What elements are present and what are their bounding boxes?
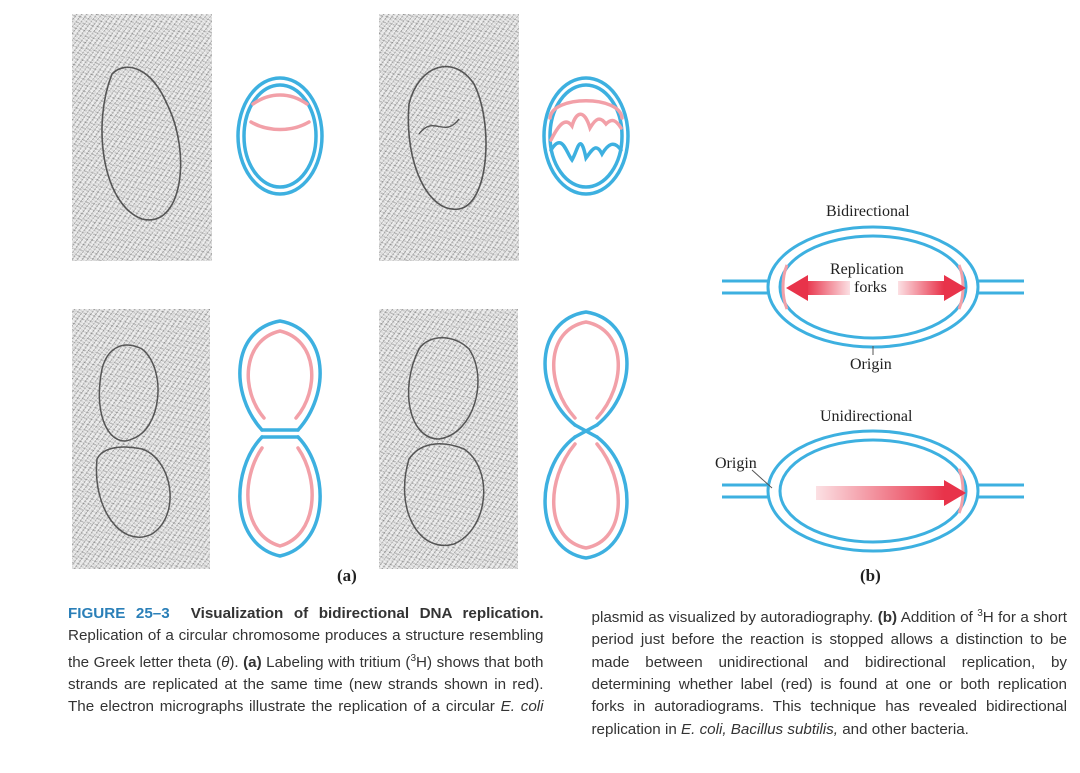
ecoli-italic: E. coli [500,698,544,716]
origin-label-top: Origin [850,356,892,373]
replication-label: Replication [830,261,904,278]
bidirectional-title: Bidirectional [826,203,910,220]
caption-marker-b: (b) [877,609,898,627]
micrograph-2-loop [407,65,487,210]
caption-text-4: H) shows that both strands are replicate… [68,653,544,716]
micrograph-1 [72,14,212,261]
unidirectional-title: Unidirectional [820,408,913,425]
caption-text-1: Replication of a circular chromosome pro… [68,627,544,671]
theta-symbol: θ [221,653,230,671]
caption-text-7: H for a short period just before the rea… [591,609,1068,738]
theta-diagram-early [236,76,324,196]
unidirectional-arrow [816,480,966,506]
caption-column-left: FIGURE 25–3 Visualization of bidirection… [68,603,1067,753]
superscript-3: 3 [410,652,417,664]
caption-text-2: ). [229,653,244,671]
superscript-3b: 3 [977,608,983,619]
micrograph-1-loop [101,66,182,221]
figure-number: FIGURE 25–3 [68,605,170,622]
forks-label: forks [854,279,887,296]
caption-title: Visualization of bidirectional DNA repli… [190,605,544,622]
caption-text-5: plasmid as visualized by autoradiography… [591,609,878,627]
caption-text-3: Labeling with tritium ( [261,653,411,671]
theta-diagram-figure-eight-2 [543,310,629,560]
species-italic: E. coli, Bacillus subtilis, [681,720,838,738]
micrograph-3-loop [95,344,171,538]
caption-text-6: Addition of [897,609,978,627]
micrograph-3 [72,309,210,569]
micrograph-4-loop [403,337,485,547]
theta-diagram-wavy [542,76,630,196]
panel-a-label: (a) [337,566,357,585]
bidirectional-arrows [786,275,966,301]
origin-label-bottom: Origin [715,455,757,472]
theta-diagram-figure-eight-1 [238,319,322,558]
micrograph-2 [379,14,519,261]
panel-b-label: (b) [860,566,881,585]
caption-marker-a: (a) [243,653,262,671]
micrograph-4 [379,309,518,569]
unidirectional-diagram [722,429,1024,553]
caption-text-8: and other bacteria. [838,720,969,738]
bidirectional-diagram [722,225,1024,355]
